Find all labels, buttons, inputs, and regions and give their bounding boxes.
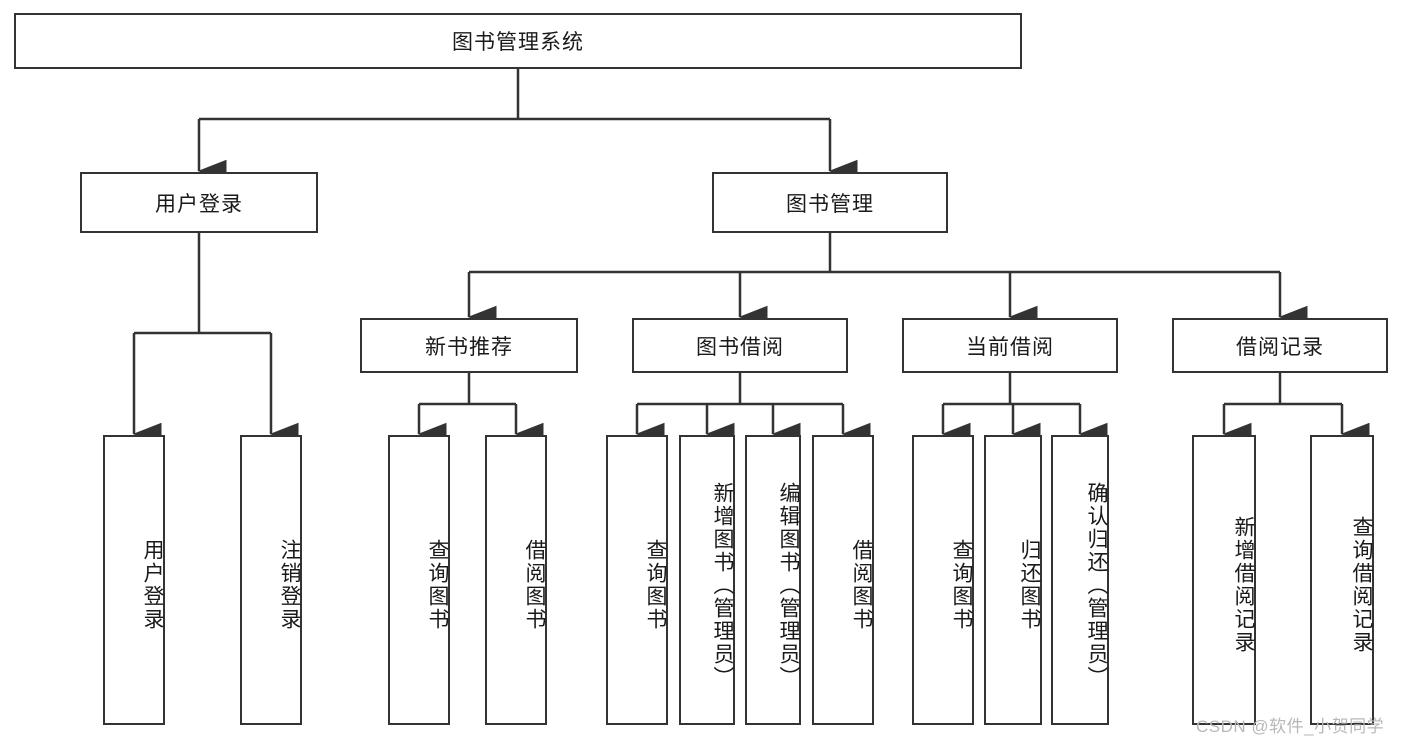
node-label: 新书推荐 [425,335,513,359]
node-leaf-confirm-return-admin[interactable]: 确认归还（管理员） [1051,435,1109,725]
node-label: 图书借阅 [696,335,784,359]
node-label: 确认归还（管理员） [1085,481,1108,689]
node-book-management[interactable]: 图书管理 [712,172,948,233]
node-leaf-return-book[interactable]: 归还图书 [984,435,1042,725]
node-leaf-query-book-current[interactable]: 查询图书 [912,435,974,725]
node-label: 查询图书 [950,539,973,631]
node-leaf-query-borrow-record[interactable]: 查询借阅记录 [1310,435,1374,725]
node-label: 借阅记录 [1236,335,1324,359]
node-label: 编辑图书（管理员） [777,481,800,689]
node-user-login[interactable]: 用户登录 [80,172,318,233]
node-leaf-query-book-borrow[interactable]: 查询图书 [606,435,668,725]
node-leaf-add-book-admin[interactable]: 新增图书（管理员） [679,435,735,725]
node-label: 新增图书（管理员） [711,481,734,689]
node-label: 用户登录 [155,192,243,216]
node-label: 借阅图书 [523,539,546,631]
node-leaf-add-borrow-record[interactable]: 新增借阅记录 [1192,435,1256,725]
node-new-book-recommend[interactable]: 新书推荐 [360,318,578,373]
node-borrow-record[interactable]: 借阅记录 [1172,318,1388,373]
node-label: 用户登录 [141,539,164,631]
node-leaf-user-login[interactable]: 用户登录 [103,435,165,725]
node-root[interactable]: 图书管理系统 [14,13,1022,69]
node-label: 查询图书 [426,539,449,631]
node-book-borrow[interactable]: 图书借阅 [632,318,848,373]
node-label: 图书管理系统 [452,31,584,54]
node-leaf-logout-login[interactable]: 注销登录 [240,435,302,725]
node-leaf-query-book-new[interactable]: 查询图书 [388,435,450,725]
node-label: 当前借阅 [966,335,1054,359]
node-label: 新增借阅记录 [1232,516,1255,654]
node-label: 归还图书 [1018,539,1041,631]
node-leaf-borrow-book-new[interactable]: 借阅图书 [485,435,547,725]
node-label: 查询图书 [644,539,667,631]
node-leaf-borrow-book-borrow[interactable]: 借阅图书 [812,435,874,725]
node-label: 查询借阅记录 [1350,516,1373,654]
node-current-borrow[interactable]: 当前借阅 [902,318,1118,373]
node-label: 借阅图书 [850,539,873,631]
watermark-text: CSDN @软件_小贺同学 [1196,717,1385,736]
node-label: 注销登录 [278,539,301,631]
node-leaf-edit-book-admin[interactable]: 编辑图书（管理员） [745,435,801,725]
node-label: 图书管理 [786,192,874,216]
